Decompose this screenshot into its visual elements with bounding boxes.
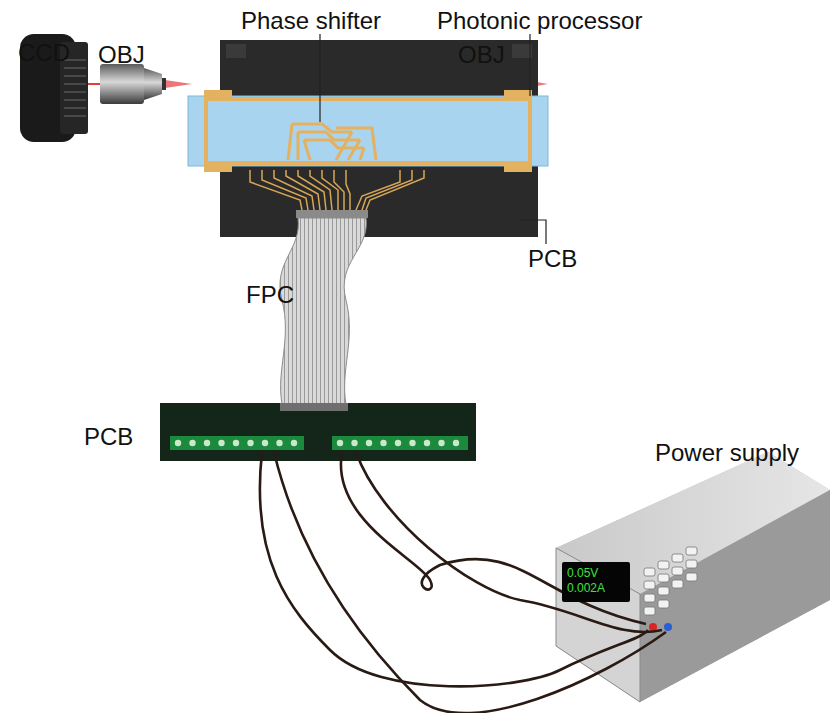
part-label: Photonic processor <box>437 8 642 34</box>
keypad-key <box>686 560 697 568</box>
part-label: PCB <box>84 424 133 450</box>
part-label: Phase shifter <box>241 8 381 34</box>
terminal-block <box>170 436 304 450</box>
part-label: OBJ <box>98 42 145 68</box>
keypad-key <box>672 554 683 562</box>
pcb-board <box>160 403 476 461</box>
keypad-key <box>644 581 655 589</box>
gold-frame <box>206 96 530 166</box>
terminal-screw <box>291 440 297 446</box>
terminal-screw <box>247 440 253 446</box>
keypad-key <box>644 568 655 576</box>
terminal-screw <box>366 440 372 446</box>
fpc-ribbon <box>280 218 366 404</box>
part-label: FPC <box>246 282 294 308</box>
part-label: CCD <box>18 40 70 66</box>
terminal-screw <box>189 440 195 446</box>
keypad-key <box>686 573 697 581</box>
keypad-key <box>644 607 655 615</box>
fpc-connector <box>296 210 368 218</box>
terminal-screw <box>380 440 386 446</box>
power-supply <box>556 452 830 702</box>
keypad-key <box>672 567 683 575</box>
leader-line <box>320 34 546 244</box>
terminal-screw <box>175 440 181 446</box>
terminal-screw <box>424 440 430 446</box>
terminal-screw <box>395 440 401 446</box>
display-screen: 0.05V0.002A <box>562 562 630 602</box>
laser-beam <box>165 80 192 88</box>
terminal-screw <box>337 440 343 446</box>
terminal-screw <box>204 440 210 446</box>
keypad-key <box>658 561 669 569</box>
keypad-key <box>672 580 683 588</box>
keypad-key <box>686 547 697 555</box>
display-reading: 0.05V <box>567 566 625 581</box>
display-reading: 0.002A <box>567 581 625 596</box>
keypad-key <box>658 574 669 582</box>
phase-shifter-electrode <box>288 124 376 160</box>
part-label: PCB <box>528 246 577 272</box>
terminal-screw <box>262 440 268 446</box>
terminal-screw <box>438 440 444 446</box>
terminal-block <box>332 436 468 450</box>
part-label: OBJ <box>458 42 505 68</box>
terminal-screw <box>276 440 282 446</box>
terminal-screw <box>453 440 459 446</box>
terminal-screw <box>409 440 415 446</box>
part-label: Power supply <box>655 440 799 466</box>
keypad-key <box>644 594 655 602</box>
keypad-key <box>658 600 669 608</box>
terminal-screw <box>351 440 357 446</box>
power-wire <box>260 452 666 713</box>
pcb-trace <box>250 170 424 210</box>
photonic-chip <box>188 96 548 166</box>
terminal-screw <box>218 440 224 446</box>
terminal-screw <box>233 440 239 446</box>
keypad-key <box>658 587 669 595</box>
objective-lens <box>100 64 166 104</box>
